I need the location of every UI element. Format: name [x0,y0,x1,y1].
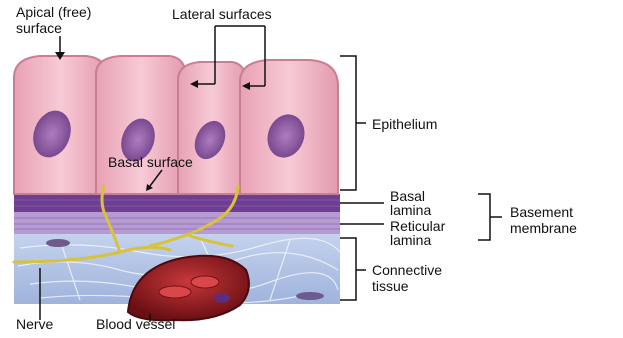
basement-membrane-bracket [478,194,490,240]
apical-surface-label: Apical (free) [16,4,91,20]
apical-surface-label-line2: surface [16,20,62,36]
reticular-lamina [14,212,340,234]
basement-membrane-label-line2: membrane [510,220,577,236]
connective-tissue-label-line2: tissue [372,278,409,294]
fibroblast [296,292,324,300]
basal-lamina-label-line2: lamina [390,202,431,218]
blood-vessel-label: Blood vessel [96,316,175,332]
basement-membrane-label: Basement [510,204,573,220]
nerve-label: Nerve [16,316,53,332]
connective-tissue-label: Connective [372,262,442,278]
lateral-surfaces-label: Lateral surfaces [172,6,272,22]
reticular-lamina-label-line2: lamina [390,232,431,248]
epithelium-label: Epithelium [372,116,437,132]
basal-surface-label: Basal surface [108,154,193,170]
connective-tissue-bracket [340,238,356,300]
basal-lamina [14,194,340,212]
epithelium-bracket [340,56,356,190]
fibroblast [46,239,70,247]
